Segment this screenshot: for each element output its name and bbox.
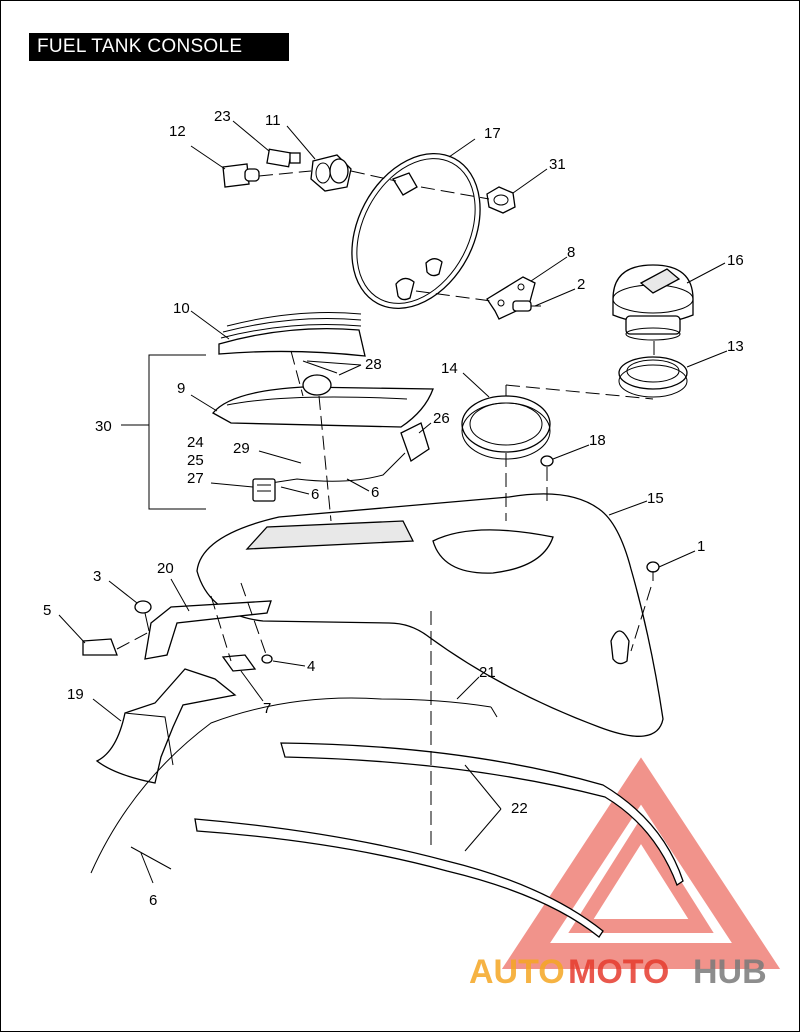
assembly-lines bbox=[116, 170, 655, 846]
watermark-text: AUTO MOTO HUB bbox=[469, 953, 767, 991]
part-23-clip bbox=[266, 148, 301, 168]
part-22-trim-strips bbox=[194, 742, 684, 938]
callout-20: 20 bbox=[157, 560, 174, 577]
part-15-console-body bbox=[196, 493, 664, 737]
part-21-hose bbox=[90, 697, 498, 874]
callout-30: 30 bbox=[95, 418, 112, 435]
callout-28: 28 bbox=[365, 356, 382, 373]
callout-27: 27 bbox=[187, 470, 204, 487]
callout-11: 11 bbox=[265, 112, 281, 129]
callout-24: 24 bbox=[187, 434, 204, 451]
callout-26: 26 bbox=[433, 410, 450, 427]
part-10-decal-strip bbox=[218, 312, 366, 357]
callout-2: 2 bbox=[577, 276, 585, 293]
watermark-logo bbox=[501, 757, 781, 969]
callout-7: 7 bbox=[263, 700, 271, 717]
page-title: FUEL TANK CONSOLE bbox=[29, 33, 289, 61]
watermark-hub: HUB bbox=[693, 953, 767, 991]
leader-lines bbox=[58, 120, 728, 884]
part-19-trim-piece bbox=[95, 668, 237, 784]
part-12-cap bbox=[222, 163, 260, 188]
watermark-moto: MOTO bbox=[568, 953, 669, 991]
callout-6-harness-right: 6 bbox=[371, 484, 379, 501]
callout-19: 19 bbox=[67, 686, 84, 703]
callout-4: 4 bbox=[307, 658, 315, 675]
callout-15: 15 bbox=[647, 490, 664, 507]
callout-29: 29 bbox=[233, 440, 250, 457]
callout-16: 16 bbox=[727, 252, 744, 269]
callout-1: 1 bbox=[697, 538, 705, 555]
part-13-gasket bbox=[618, 356, 688, 398]
part-7-clip bbox=[221, 654, 257, 672]
callout-6-harness-left: 6 bbox=[311, 486, 319, 503]
callout-18: 18 bbox=[589, 432, 606, 449]
part-17-mounting-plate bbox=[351, 152, 481, 310]
part-9-panel bbox=[212, 360, 434, 428]
callout-3: 3 bbox=[93, 568, 101, 585]
part-1-screw bbox=[646, 561, 660, 581]
part-20-bracket bbox=[144, 600, 272, 660]
part-2-screw bbox=[512, 300, 541, 312]
callout-9: 9 bbox=[177, 380, 185, 397]
callout-23: 23 bbox=[214, 108, 231, 125]
part-4-screw bbox=[261, 654, 273, 664]
part-18-plug bbox=[540, 455, 554, 467]
part-11-ignition-switch bbox=[310, 154, 352, 192]
callout-5: 5 bbox=[43, 602, 51, 619]
callout-21: 21 bbox=[479, 664, 496, 681]
callout-25: 25 bbox=[187, 452, 204, 469]
part-27-harness-plug bbox=[252, 478, 276, 502]
callout-8: 8 bbox=[567, 244, 575, 261]
part-6-small-clip bbox=[130, 846, 172, 870]
part-3-screw bbox=[134, 600, 152, 632]
part-8-bracket bbox=[486, 276, 536, 320]
part-14-seal-ring bbox=[461, 395, 551, 460]
callout-13: 13 bbox=[727, 338, 744, 355]
callout-14: 14 bbox=[441, 360, 458, 377]
part-31-nut bbox=[486, 186, 516, 214]
callout-31: 31 bbox=[549, 156, 566, 173]
part-16-fuel-cap bbox=[612, 264, 694, 341]
callout-22: 22 bbox=[511, 800, 528, 817]
part-5-clip bbox=[82, 638, 118, 656]
callout-10: 10 bbox=[173, 300, 190, 317]
callout-numbers: 12 23 11 17 31 8 2 16 13 14 18 15 1 10 2… bbox=[43, 108, 744, 909]
part-26-connector bbox=[270, 422, 430, 484]
watermark-auto: AUTO bbox=[469, 953, 565, 991]
callout-12: 12 bbox=[169, 123, 186, 140]
callout-6-bottom: 6 bbox=[149, 892, 157, 909]
callout-17: 17 bbox=[484, 125, 501, 142]
